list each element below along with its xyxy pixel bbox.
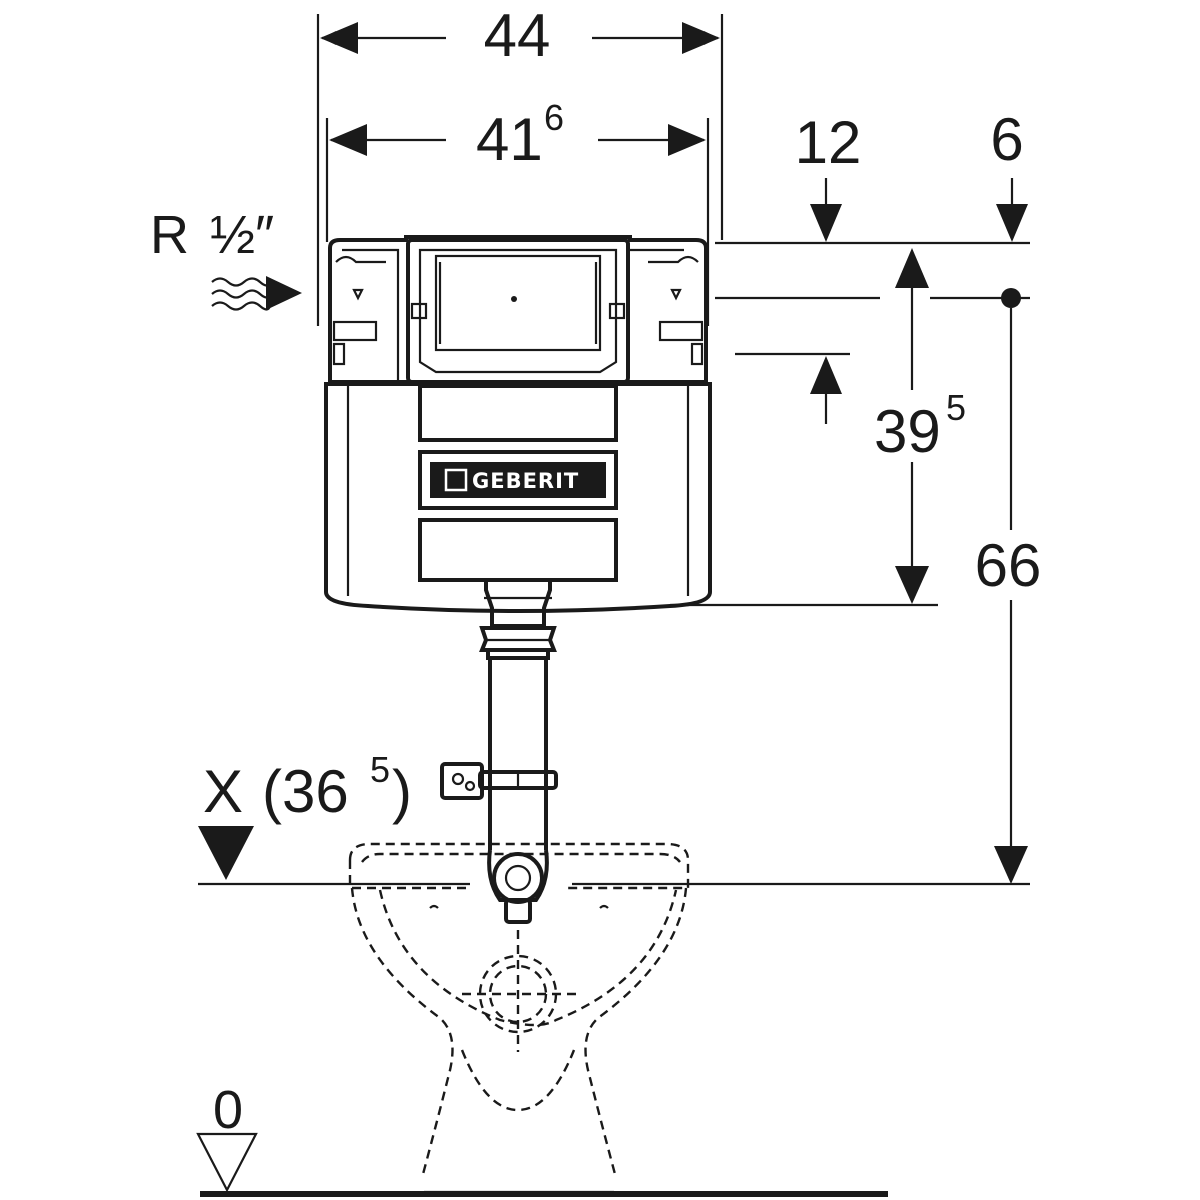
height-tank-label: 39 — [874, 398, 941, 465]
brand-badge — [430, 462, 606, 498]
toilet-outline — [348, 842, 690, 1194]
width-inner-label: 41 — [476, 106, 543, 173]
flush-pipe — [440, 578, 558, 924]
floor-level-label: 0 — [213, 1080, 243, 1140]
dimension-width-outer: 44 — [320, 2, 720, 69]
top-offset-a-label: 12 — [795, 109, 862, 176]
height-x-superscript: 5 — [370, 749, 390, 790]
height-x-letter: X — [203, 758, 243, 825]
dimension-width-inner: 41 6 — [329, 97, 706, 173]
brand-name: GEBERIT — [472, 469, 579, 493]
dimension-height-total: 66 — [198, 288, 1042, 886]
dimension-height-tank: 39 5 — [874, 248, 966, 604]
floor-level: 0 — [196, 1080, 888, 1197]
width-outer-label: 44 — [484, 2, 551, 69]
cistern: GEBERIT — [324, 235, 712, 613]
floor-level-icon — [196, 1132, 258, 1193]
extension-lines — [316, 14, 1030, 607]
brand-logo-icon — [444, 468, 468, 492]
height-tank-superscript: 5 — [946, 387, 966, 428]
dimension-height-x: X (36 5 ) — [198, 749, 412, 880]
height-x-open: (36 — [262, 758, 349, 825]
inlet-arrow-icon — [266, 276, 302, 310]
height-x-close: ) — [392, 758, 412, 825]
water-inlet: R ½″ — [150, 205, 302, 311]
top-offset-b-label: 6 — [990, 106, 1023, 173]
x-level-marker — [198, 826, 254, 880]
inlet-thread-size: ½″ — [210, 205, 274, 265]
inlet-thread-prefix: R — [150, 205, 189, 265]
height-total-label: 66 — [975, 532, 1042, 599]
dimension-top-offsets: 12 6 — [795, 106, 1028, 424]
width-inner-superscript: 6 — [544, 97, 564, 138]
